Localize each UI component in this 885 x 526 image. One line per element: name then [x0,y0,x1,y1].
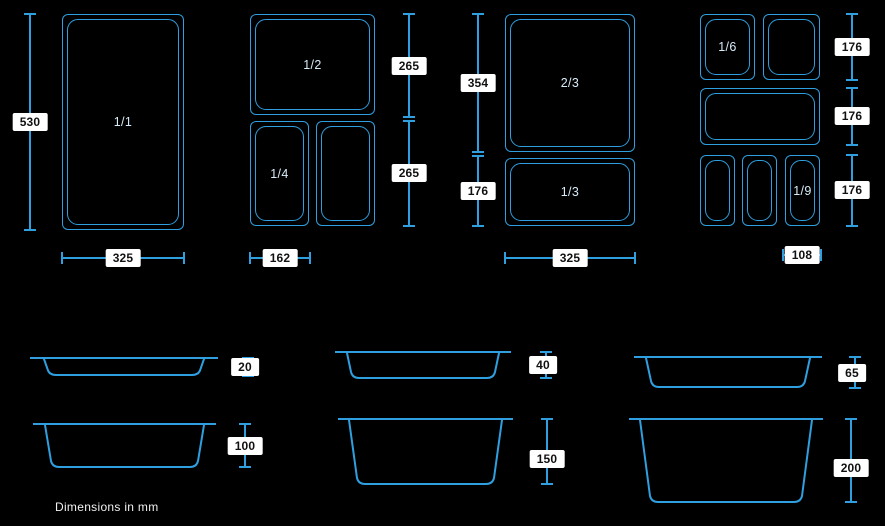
dimension-tick [845,501,857,503]
dimension-tick [541,483,553,485]
dimension-tick [540,377,552,379]
dimension-tick [403,225,415,227]
pan-body [44,424,205,468]
dimension-tick [239,423,251,425]
dimension-label-176-row1: 176 [834,38,870,56]
dimension-tick [849,387,861,389]
dimension-tick [846,144,858,146]
dimension-tick [541,418,553,420]
dimension-tick [472,155,484,157]
pan-top-view-1-3: 1/3 [505,158,635,226]
pan-opening [255,126,304,221]
dimension-label-265-bottom: 265 [391,164,427,182]
dimension-label-325: 325 [105,249,141,267]
dimension-label-325-g3: 325 [552,249,588,267]
pan-opening [790,160,815,221]
side-view-pan-depth-100 [33,423,216,468]
dimension-tick [403,120,415,122]
dimension-tick [845,418,857,420]
pan-size-label-2-3: 2/3 [560,76,580,90]
pan-size-label-1-3: 1/3 [560,185,580,199]
pan-opening [747,160,772,221]
pan-opening [255,19,370,110]
dimension-tick [782,249,784,261]
dimension-tick [849,356,861,358]
dimension-tick [249,252,251,264]
pan-size-label-1-9: 1/9 [793,183,812,198]
pan-opening [705,19,750,75]
pan-top-view-1-2: 1/2 [250,14,375,115]
dimension-tick [24,13,36,15]
dimension-label-100: 100 [227,437,263,455]
pan-size-label-1-2: 1/2 [303,57,322,72]
dimension-tick [504,252,506,264]
dimension-tick [183,252,185,264]
dimension-tick [24,229,36,231]
dimension-label-176-g3: 176 [460,182,496,200]
pan-top-view-2-3: 2/3 [505,14,635,152]
dimension-tick [309,252,311,264]
pan-top-view-1-6: 1/6 [700,14,755,80]
dimension-label-176-row2: 176 [834,107,870,125]
dimension-tick [634,252,636,264]
dimension-label-176-row3: 176 [834,181,870,199]
dimension-label-354: 354 [460,74,496,92]
dimension-tick [540,351,552,353]
pan-top-view-1-4-unlabeled [316,121,375,226]
pan-size-label-1-4: 1/4 [270,166,289,181]
dimension-tick [239,466,251,468]
dimension-tick [472,151,484,153]
pan-body [43,358,205,376]
dimension-tick [846,79,858,81]
dimension-label-530: 530 [12,113,48,131]
dimension-tick [403,116,415,118]
side-view-pan-depth-65 [634,356,822,388]
pan-top-view-1-6-unlabeled [763,14,820,80]
dimension-label-265-top: 265 [391,57,427,75]
dimension-label-65: 65 [838,364,866,382]
pan-body [645,357,811,388]
dimension-tick [846,154,858,156]
pan-top-view-middle-unlabeled [700,88,820,145]
dimension-label-20: 20 [231,358,259,376]
pan-top-view-1-9-b [742,155,777,226]
dimension-tick [472,225,484,227]
pan-body [639,419,813,503]
pan-opening [768,19,815,75]
pan-top-view-1-9-c: 1/9 [785,155,820,226]
dimension-tick [403,13,415,15]
pan-size-label-1-6: 1/6 [718,40,737,54]
dimension-tick [820,249,822,261]
dimension-tick [846,225,858,227]
pan-top-view-1-4: 1/4 [250,121,309,226]
pan-body [348,419,503,485]
dimension-label-150: 150 [529,450,565,468]
dimension-tick [242,375,254,377]
pan-top-view-1-9-a [700,155,735,226]
pan-opening [510,163,630,221]
pan-opening [510,19,630,147]
pan-opening [705,160,730,221]
pan-opening [67,19,179,225]
pan-opening [705,93,815,140]
dimension-label-40: 40 [529,356,557,374]
pan-top-view-1-1: 1/1 [62,14,184,230]
pan-opening [321,126,370,221]
side-view-pan-depth-20 [30,357,218,376]
dimension-tick [472,13,484,15]
dimension-tick [846,87,858,89]
dimensions-unit-note: Dimensions in mm [55,500,159,514]
dimension-label-108: 108 [784,246,820,264]
side-view-pan-depth-40 [335,351,511,379]
side-view-pan-depth-150 [338,418,513,485]
pan-body [346,352,500,379]
dimension-label-162: 162 [262,249,298,267]
side-view-pan-depth-200 [629,418,823,503]
dimension-label-200: 200 [833,459,869,477]
dimension-tick [61,252,63,264]
dimension-tick [846,13,858,15]
pan-size-label-1-1: 1/1 [113,115,133,129]
